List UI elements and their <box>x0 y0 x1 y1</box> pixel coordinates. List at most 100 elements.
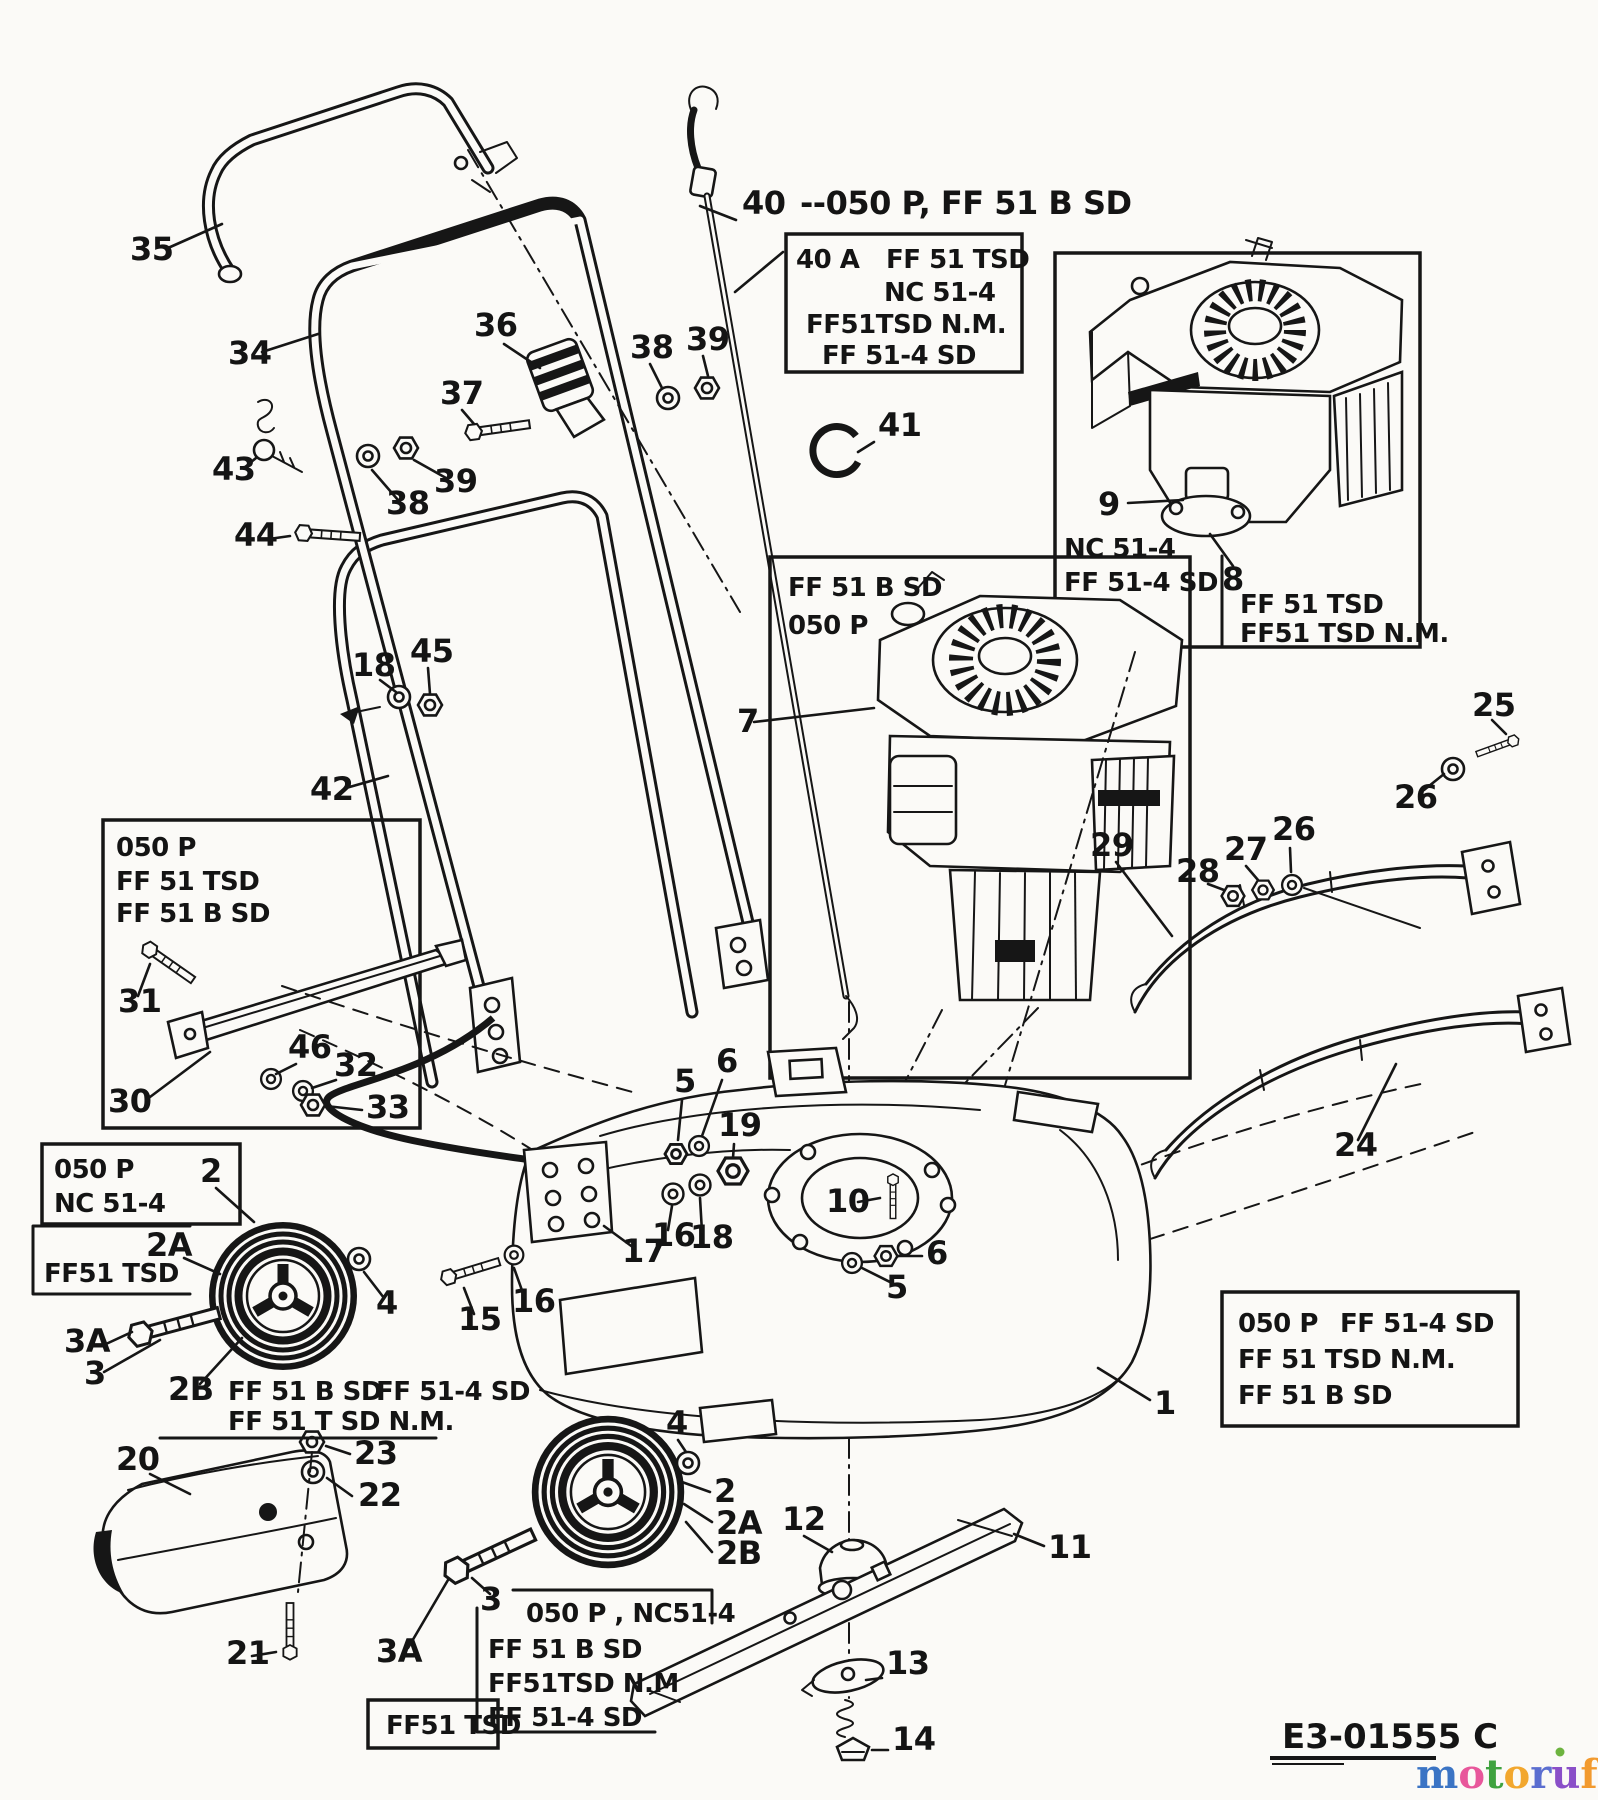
throttle-cable-group <box>687 85 862 1040</box>
nut-33 <box>299 1093 327 1117</box>
part-label-14: 14 <box>892 1720 936 1758</box>
part-label-5b: 5 <box>886 1268 908 1306</box>
washer-4-rear <box>675 1450 701 1476</box>
blade-bolt-14 <box>835 1699 871 1762</box>
part-label-33: 33 <box>366 1088 410 1126</box>
part-label-20: 20 <box>116 1440 160 1478</box>
mid-box-model-2: 050 P <box>788 611 868 641</box>
part-label-3a-rear: 3A <box>376 1632 423 1670</box>
note-40a-line1: FF 51 TSD <box>886 245 1029 275</box>
part-label-29: 29 <box>1090 826 1134 864</box>
note-40a-line3: FF51TSD N.M. <box>806 310 1006 340</box>
eyebolt-43 <box>252 398 303 473</box>
part-label-39l: 39 <box>434 462 478 500</box>
part-label-22: 22 <box>358 1476 402 1514</box>
part-label-5: 5 <box>674 1062 696 1100</box>
right-box-model-1a: 050 P <box>1238 1309 1318 1339</box>
nut-39-upper <box>693 376 721 400</box>
screw-44 <box>293 523 362 546</box>
cable-ring-41 <box>809 423 862 478</box>
strap-24 <box>1150 986 1572 1180</box>
part-label-24: 24 <box>1334 1126 1378 1164</box>
part-label-38l: 38 <box>386 484 430 522</box>
ff51tsd-bottom-box-frame <box>366 1698 500 1750</box>
washer-26-left <box>1280 873 1304 897</box>
part-label-1: 1 <box>1154 1384 1176 1422</box>
nut-39-lower <box>392 436 420 460</box>
bottom-box-model-4: FF 51-4 SD <box>488 1703 642 1733</box>
nut-19 <box>716 1156 750 1186</box>
part-label-40: 40 <box>742 184 786 222</box>
part-label-41: 41 <box>878 406 922 444</box>
part-label-13: 13 <box>886 1644 930 1682</box>
note-40-models: --050 P, FF 51 B SD <box>800 184 1132 222</box>
washer-16 <box>661 1182 685 1206</box>
washer-16b <box>503 1244 525 1266</box>
part-label-9: 9 <box>1098 485 1120 523</box>
variant-box-frame <box>1053 251 1422 649</box>
part-labels: 35 34 36 37 38 39 38 39 43 44 41 18 45 4… <box>64 222 1516 1758</box>
bolt-31 <box>138 938 199 987</box>
left-wheel-box-frame <box>40 1142 242 1226</box>
logo-dot <box>1555 1747 1565 1757</box>
deck-bracket-17 <box>522 1140 614 1244</box>
part-label-18d: 18 <box>690 1218 734 1256</box>
washer-18 <box>688 1173 712 1197</box>
clamp-bolt-37 <box>463 415 532 442</box>
part-label-2b-rear: 2B <box>716 1534 762 1572</box>
part-label-6: 6 <box>716 1042 738 1080</box>
part-label-45: 45 <box>410 632 454 670</box>
part-label-15: 15 <box>458 1300 502 1338</box>
note-box-40a <box>784 232 1024 374</box>
part-label-12: 12 <box>782 1500 826 1538</box>
right-box-model-1b: FF 51-4 SD <box>1340 1309 1494 1339</box>
deck-rear-slot <box>1012 1090 1100 1134</box>
part-label-7: 7 <box>737 702 759 740</box>
bottom-box-model-1: 050 P , NC51-4 <box>526 1599 735 1629</box>
bolt-25 <box>1474 733 1522 760</box>
part-label-23: 23 <box>354 1434 398 1472</box>
nut-6b <box>873 1244 899 1268</box>
dashed-arc-left-2 <box>299 1029 546 1159</box>
cable-top-hook <box>688 85 719 113</box>
part-label-4-left: 4 <box>376 1284 398 1322</box>
logo-letter: f <box>1580 1751 1598 1798</box>
drawing-code: E3-01555 C <box>1282 1717 1498 1757</box>
part-label-40a: 40 A <box>796 245 860 275</box>
bottom-box-frame <box>475 1588 714 1734</box>
part-label-30: 30 <box>108 1082 152 1120</box>
bar-latch <box>471 141 518 193</box>
blade-clip-13 <box>801 1658 885 1697</box>
part-label-19: 19 <box>718 1106 762 1144</box>
mulch-plug-20 <box>101 1449 349 1615</box>
part-label-39u: 39 <box>686 320 730 358</box>
washer-5b <box>840 1251 864 1275</box>
left-wheel-box-model-1: 050 P <box>54 1155 134 1185</box>
cable-bottom-hook <box>842 995 858 1040</box>
right-box-model-2: FF 51 TSD N.M. <box>1238 1345 1455 1375</box>
right-box-model-3: FF 51 B SD <box>1238 1381 1392 1411</box>
logo-letter: o <box>1458 1751 1485 1798</box>
ff51tsd-left-box-text: FF51 TSD <box>44 1259 179 1289</box>
part-label-38u: 38 <box>630 328 674 366</box>
part-label-3-left: 3 <box>84 1354 106 1392</box>
strap-group <box>1130 733 1572 1180</box>
cable-ferrule <box>689 165 717 199</box>
part-label-26l: 26 <box>1272 810 1316 848</box>
direction-arrow <box>340 706 360 724</box>
mower-deck <box>510 1046 1152 1444</box>
blade-11 <box>629 1507 1024 1718</box>
part-label-25: 25 <box>1472 686 1516 724</box>
engine-nc51 <box>1088 237 1404 538</box>
deck-small-opening <box>698 1398 778 1444</box>
engine-ff51 <box>876 571 1184 1002</box>
part-label-11: 11 <box>1048 1528 1092 1566</box>
axle-bolt-rear <box>438 1522 540 1588</box>
logo-letter: m <box>1416 1751 1458 1798</box>
wheel2b-models-2: FF 51 T SD N.M. <box>228 1407 454 1437</box>
part-label-2-box: 2 <box>200 1152 222 1190</box>
bolt-21 <box>282 1602 298 1661</box>
wheel-rear <box>532 1416 684 1568</box>
engine-mid-box: FF 51 B SD 050 P 7 <box>737 555 1192 1080</box>
